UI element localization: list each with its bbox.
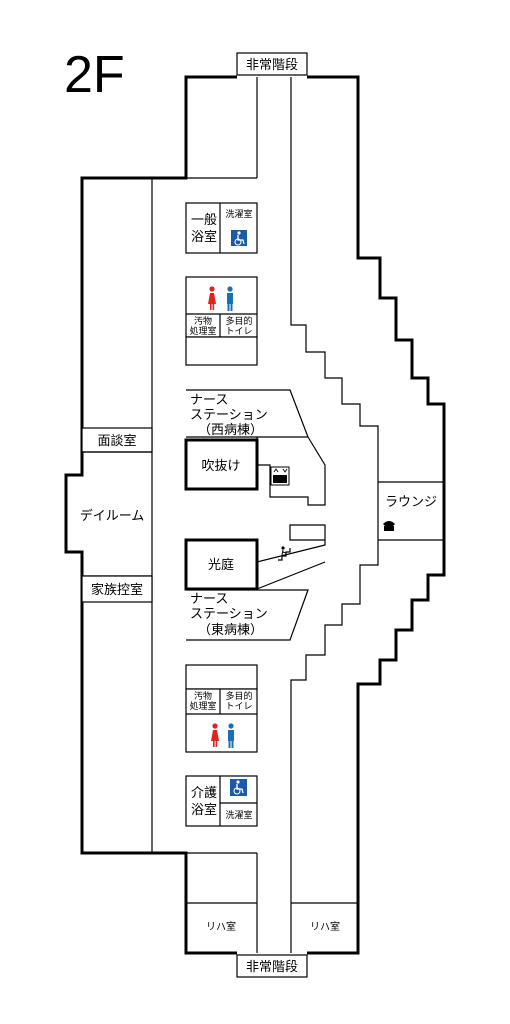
stairs-icon bbox=[278, 546, 291, 561]
soiled-utility-bottom-label-2: 処理室 bbox=[189, 700, 216, 712]
emergency-stairs-bottom-label: 非常階段 bbox=[246, 960, 298, 975]
nurse-east-label-3: （東病棟） bbox=[198, 622, 263, 638]
care-bath-label-1: 介護 bbox=[191, 785, 217, 801]
nurse-station-east: ナース ステーション （東病棟） bbox=[186, 524, 326, 641]
male-restroom-icon bbox=[228, 723, 234, 748]
care-bath-label-2: 浴室 bbox=[191, 802, 217, 818]
multi-toilet-bottom-label-2: トイレ bbox=[225, 702, 252, 712]
family-waiting-label: 家族控室 bbox=[91, 582, 143, 598]
nurse-west-label-2: ステーション bbox=[190, 408, 268, 423]
telephone-icon bbox=[383, 521, 395, 531]
general-bath-label-1: 一般 bbox=[191, 212, 217, 228]
female-restroom-icon bbox=[208, 286, 216, 310]
nurse-station-west: ナース ステーション （西病棟） bbox=[186, 389, 326, 506]
light-court: 光庭 bbox=[184, 538, 259, 591]
general-bath: 一般 浴室 洗濯室 bbox=[185, 202, 258, 254]
wheelchair-icon bbox=[230, 779, 247, 796]
care-bath: 介護 浴室 洗濯室 bbox=[185, 775, 258, 827]
restroom-block-top: 汚物 処理室 多目的 トイレ bbox=[185, 276, 258, 366]
restroom-block-bottom: 汚物 処理室 多目的 トイレ bbox=[185, 664, 258, 753]
nurse-east-label-1: ナース bbox=[190, 592, 228, 607]
nurse-west-label-1: ナース bbox=[190, 393, 228, 408]
lounge: ラウンジ bbox=[383, 495, 437, 531]
lounge-label: ラウンジ bbox=[385, 495, 437, 510]
elevator-icon bbox=[270, 466, 290, 486]
family-waiting-room: 家族控室 bbox=[81, 575, 153, 603]
rehab-room-left: リハ室 bbox=[186, 902, 257, 933]
rehab-right-label: リハ室 bbox=[310, 920, 340, 933]
outer-wall-right bbox=[307, 75, 446, 955]
laundry-bottom-label: 洗濯室 bbox=[225, 809, 252, 821]
multi-toilet-bottom-label-1: 多目的 bbox=[225, 690, 252, 702]
general-bath-label-2: 浴室 bbox=[191, 229, 217, 245]
dayroom-label: デイルーム bbox=[80, 508, 145, 524]
male-restroom-icon bbox=[227, 286, 233, 311]
interview-room-label: 面談室 bbox=[97, 433, 136, 449]
interview-room: 面談室 bbox=[81, 427, 153, 453]
rehab-room-right: リハ室 bbox=[291, 902, 358, 933]
female-restroom-icon bbox=[211, 723, 219, 747]
soiled-utility-bottom-label-1: 汚物 bbox=[194, 690, 212, 702]
atrium-label: 吹抜け bbox=[201, 458, 240, 474]
inner-step-line bbox=[290, 77, 444, 953]
soiled-utility-top-label-2: 処理室 bbox=[189, 325, 216, 337]
light-court-label: 光庭 bbox=[208, 557, 234, 573]
emergency-stairs-top-label: 非常階段 bbox=[246, 58, 298, 73]
rehab-left-label: リハ室 bbox=[206, 920, 236, 933]
nurse-east-label-2: ステーション bbox=[190, 607, 268, 622]
soiled-utility-top-label-1: 汚物 bbox=[194, 315, 212, 327]
nurse-west-label-3: （西病棟） bbox=[198, 423, 263, 438]
floor-label: 2F bbox=[64, 46, 125, 104]
multi-toilet-top-label-1: 多目的 bbox=[225, 315, 252, 327]
dayroom: デイルーム bbox=[80, 451, 152, 577]
emergency-stairs-bottom: 非常階段 bbox=[236, 954, 308, 978]
wheelchair-icon bbox=[231, 230, 247, 246]
atrium: 吹抜け bbox=[184, 438, 259, 491]
emergency-stairs-top: 非常階段 bbox=[236, 52, 308, 76]
laundry-top-label: 洗濯室 bbox=[225, 208, 252, 220]
multi-toilet-top-label-2: トイレ bbox=[225, 327, 252, 337]
